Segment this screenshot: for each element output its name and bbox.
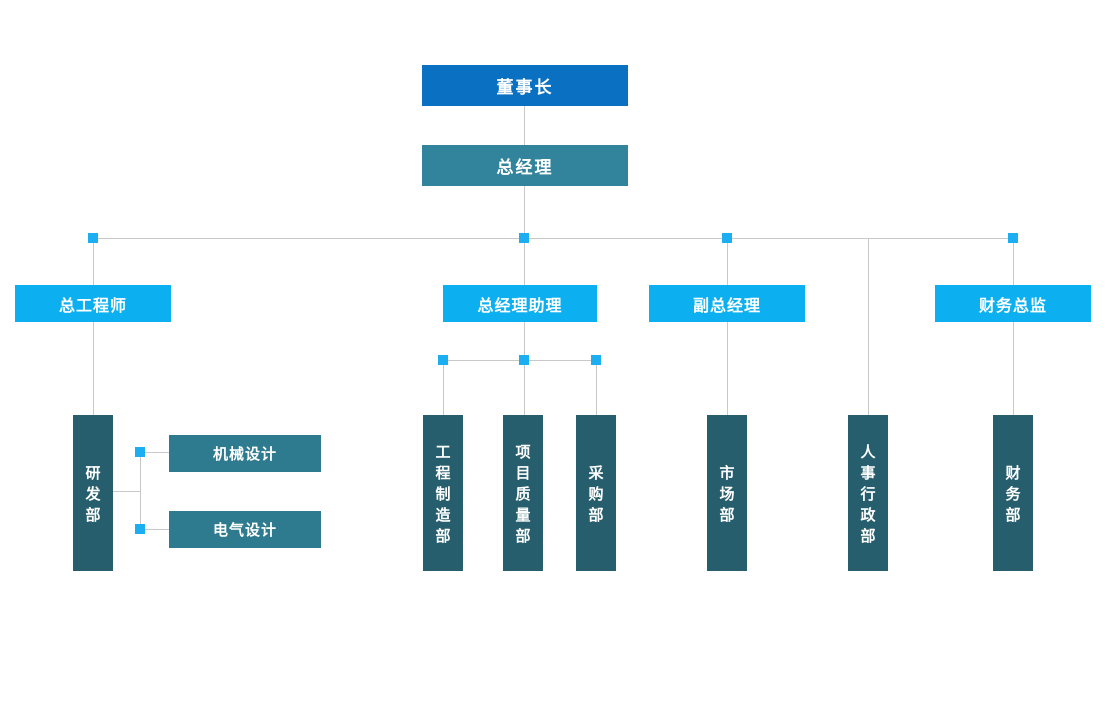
junction-square: [519, 355, 529, 365]
connector-assistant-trunk: [524, 322, 525, 360]
connector-to-elec-design: [140, 529, 170, 530]
connector-drop-gm-assistant: [524, 238, 525, 285]
connector-drop-chief-engineer: [93, 238, 94, 285]
node-gm-assistant-label: 总经理助理: [477, 295, 563, 315]
node-general-manager-label: 总经理: [496, 158, 554, 178]
connector-gm-trunk: [524, 186, 525, 238]
connector-director-finance: [1013, 322, 1014, 415]
junction-square: [591, 355, 601, 365]
node-mech-design[interactable]: 机械设计: [169, 435, 321, 472]
node-finance-dept[interactable]: 财务部: [993, 415, 1033, 571]
node-chairman-label: 董事长: [496, 78, 554, 98]
node-proj-quality-dept-label: 项目质量部: [513, 443, 532, 549]
node-hr-admin-dept-label: 人事行政部: [858, 443, 877, 549]
junction-square: [88, 233, 98, 243]
node-proj-quality-dept[interactable]: 项目质量部: [503, 415, 543, 571]
junction-square: [519, 233, 529, 243]
connector-to-mech-design: [140, 452, 170, 453]
connector-drop-purchasing: [596, 360, 597, 415]
connector-drop-eng-mfg: [443, 360, 444, 415]
connector-deputy-marketing: [727, 322, 728, 415]
node-eng-mfg-dept[interactable]: 工程制造部: [423, 415, 463, 571]
node-mech-design-label: 机械设计: [212, 445, 277, 463]
junction-square: [135, 524, 145, 534]
node-gm-assistant[interactable]: 总经理助理: [443, 285, 597, 322]
connector-drop-proj-quality: [524, 360, 525, 415]
node-eng-mfg-dept-label: 工程制造部: [433, 443, 452, 549]
node-chief-engineer[interactable]: 总工程师: [15, 285, 171, 322]
node-elec-design[interactable]: 电气设计: [169, 511, 321, 548]
node-finance-director[interactable]: 财务总监: [935, 285, 1091, 322]
connector-drop-finance-director: [1013, 238, 1014, 285]
junction-square: [722, 233, 732, 243]
node-deputy-gm-label: 副总经理: [692, 295, 761, 315]
junction-square: [438, 355, 448, 365]
connector-drop-hr-admin: [868, 238, 869, 415]
connector-chairman-gm: [524, 106, 525, 145]
node-deputy-gm[interactable]: 副总经理: [649, 285, 805, 322]
node-marketing-dept[interactable]: 市场部: [707, 415, 747, 571]
connector-main-horizontal: [93, 238, 1013, 239]
junction-square: [1008, 233, 1018, 243]
node-finance-director-label: 财务总监: [978, 295, 1047, 315]
connector-drop-deputy-gm: [727, 238, 728, 285]
node-chief-engineer-label: 总工程师: [58, 295, 127, 315]
node-rd-dept[interactable]: 研发部: [73, 415, 113, 571]
node-rd-dept-label: 研发部: [83, 464, 102, 528]
node-purchasing-dept-label: 采购部: [586, 464, 605, 528]
connector-chief-rd: [93, 322, 94, 415]
node-hr-admin-dept[interactable]: 人事行政部: [848, 415, 888, 571]
node-purchasing-dept[interactable]: 采购部: [576, 415, 616, 571]
node-elec-design-label: 电气设计: [212, 521, 277, 539]
node-general-manager[interactable]: 总经理: [422, 145, 628, 186]
node-finance-dept-label: 财务部: [1003, 464, 1022, 528]
connector-rd-branch-vertical: [140, 452, 141, 529]
node-marketing-dept-label: 市场部: [717, 464, 736, 528]
junction-square: [135, 447, 145, 457]
connector-rd-branch: [113, 491, 141, 492]
node-chairman[interactable]: 董事长: [422, 65, 628, 106]
